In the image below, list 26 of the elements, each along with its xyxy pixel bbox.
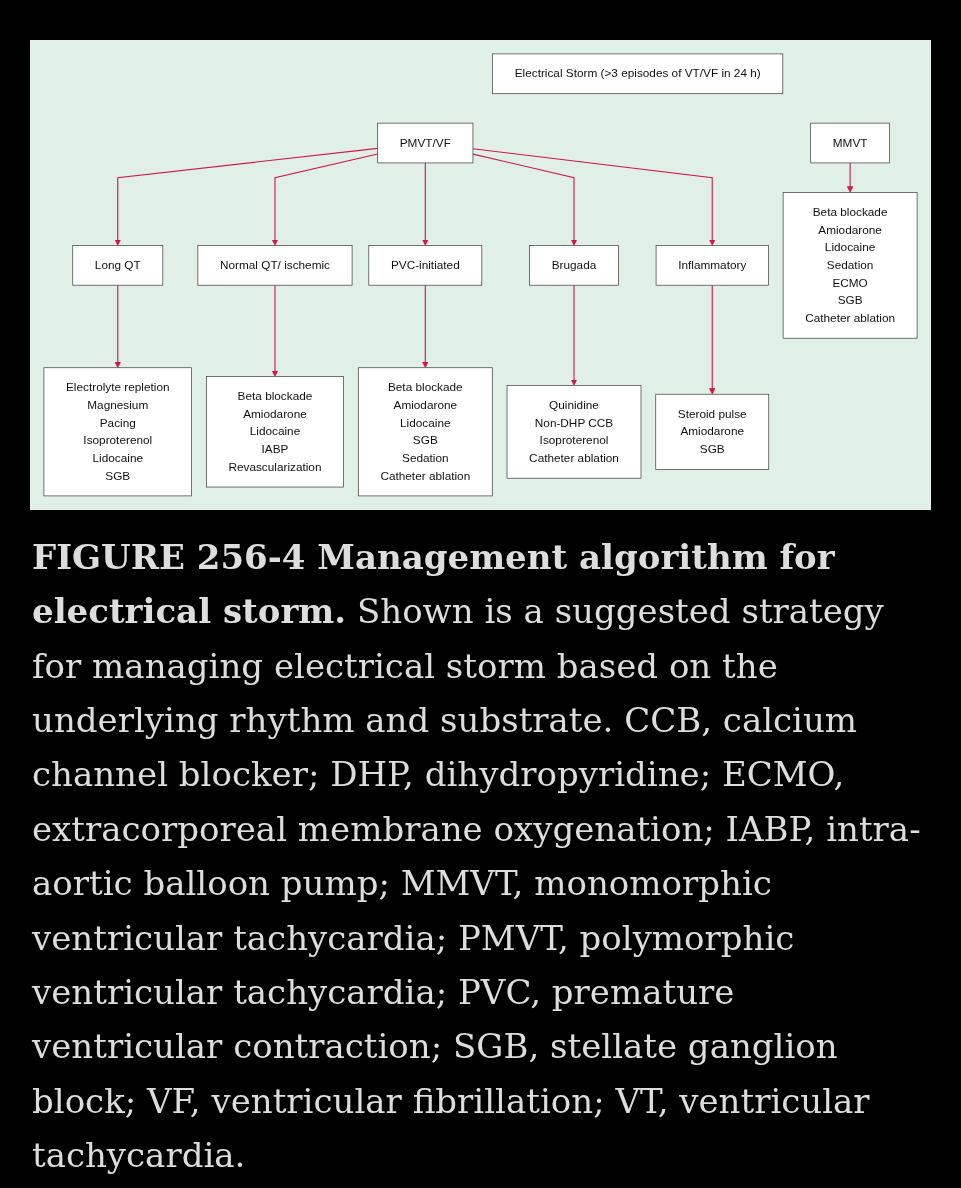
node-box: PVC-initiated xyxy=(368,245,483,286)
arrow xyxy=(570,284,578,386)
node-box: Quinidine Non-DHP CCB Isoproterenol Catheter ablation xyxy=(506,385,642,479)
node-box: Beta blockade Amiodarone Lidocaine Sedation ECMO SGB Catheter ablation xyxy=(782,192,918,339)
node-box: Electrical Storm (>3 episodes of VT/VF in 24 h) xyxy=(492,53,784,95)
arrow xyxy=(271,284,279,377)
arrow xyxy=(846,162,854,193)
node-box: Steroid pulse Amiodarone SGB xyxy=(655,393,770,470)
node-box: Beta blockade Amiodarone Lidocaine IABP Revascularization xyxy=(206,376,344,488)
arrow xyxy=(709,284,716,395)
arrow xyxy=(114,147,379,246)
node-box: PMVT/VF xyxy=(377,122,474,164)
node-box: Long QT xyxy=(72,245,164,286)
node-box: Electrolyte repletion Magnesium Pacing Isoproterenol Lidocaine SGB xyxy=(43,367,192,497)
arrow xyxy=(271,153,379,246)
arrow xyxy=(472,153,578,246)
node-box: Beta blockade Amiodarone Lidocaine SGB Sedation Catheter ablation xyxy=(357,367,493,497)
node-box: Brugada xyxy=(529,245,619,286)
arrow xyxy=(422,284,429,368)
node-box: Normal QT/ ischemic xyxy=(197,245,353,286)
node-box: MMVT xyxy=(810,122,890,164)
figure-caption: FIGURE 256-4 Management algorithm for electrical storm. Shown is a suggested strategy for managing electrical storm based on the underlying rhythm and substrate. CCB, calcium channel blocker; DHP, dihydropyridine; ECMO, extracorporeal membrane oxygenation; IABP, intra-aortic balloon pump; MMVT, monomorphic ventricular tachycardia; PMVT, polymorphic ventricular tachycardia; PVC, premature ventricular contraction; SGB, stellate ganglion block; VF, ventricular fibrillation; VT, ventricular tachycardia. xyxy=(32,535,922,1178)
arrow xyxy=(472,148,716,246)
node-box: Inflammatory xyxy=(655,245,769,286)
arrow xyxy=(114,284,121,368)
arrow xyxy=(422,162,429,246)
